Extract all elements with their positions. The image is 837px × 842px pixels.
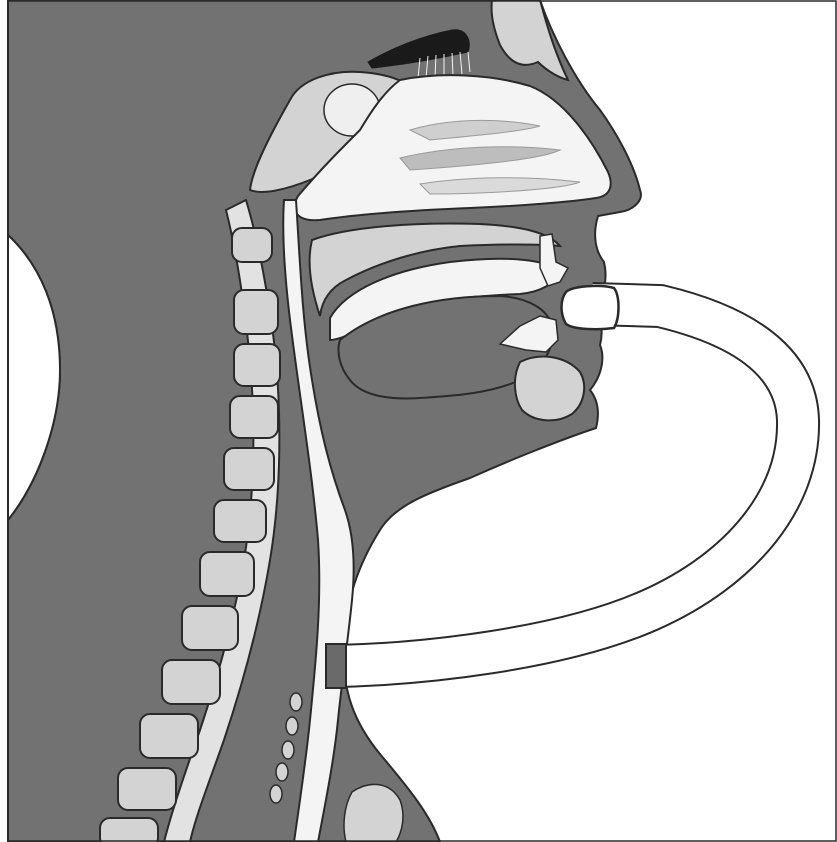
vertebra-t5 [100,818,158,842]
tube-flange [326,644,346,688]
vertebra-c1 [232,228,272,262]
vertebra-c5 [224,448,274,490]
mouthpiece [562,286,619,329]
vertebra-t3 [140,714,198,758]
vertebra-c7 [200,552,254,596]
vertebra-c4 [230,396,278,438]
vertebra-t2 [162,660,220,704]
thyroid-cartilage [344,784,403,842]
mandible [515,357,584,421]
vertebra-c3 [234,344,280,386]
vertebra-t1 [182,606,238,650]
vertebra-c6 [214,500,266,542]
vertebra-c2 [234,290,278,334]
vertebra-t4 [118,768,176,810]
